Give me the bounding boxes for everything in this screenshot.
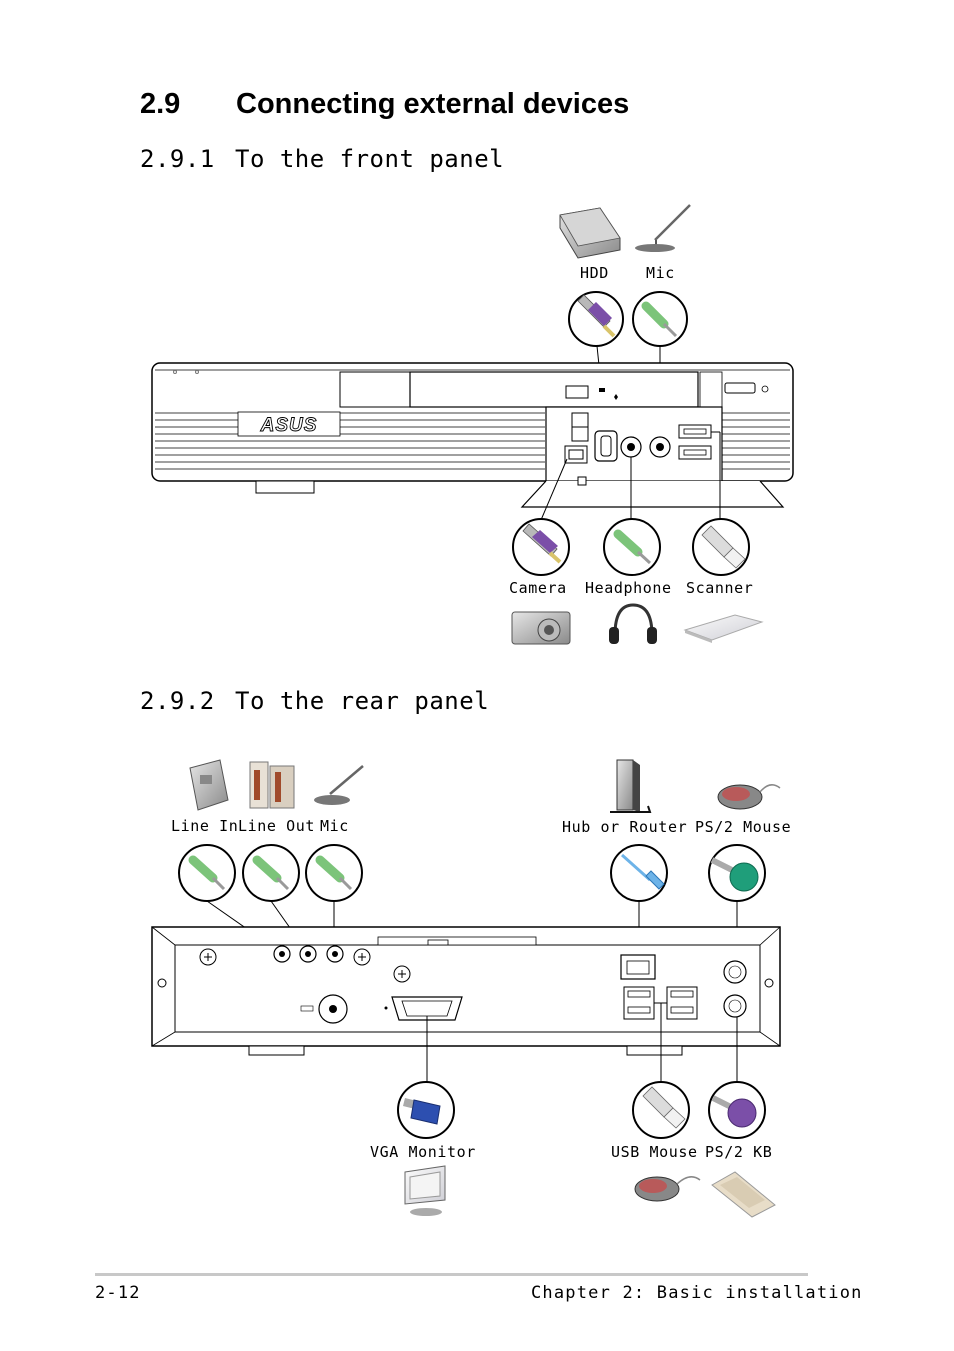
front-panel-heading: 2.9.1 To the front panel <box>140 145 504 173</box>
usb-mouse-label: USB Mouse <box>611 1143 698 1161</box>
camera-icon <box>511 611 571 645</box>
chapter-title: Chapter 2: Basic installation <box>531 1283 863 1303</box>
rear-panel-number: 2.9.2 <box>140 687 215 715</box>
ps2-mouse-label: PS/2 Mouse <box>695 818 792 836</box>
front-panel-number: 2.9.1 <box>140 145 215 173</box>
rear-panel-title: To the rear panel <box>235 687 490 715</box>
keyboard-icon <box>711 1171 776 1218</box>
microphone-icon <box>635 204 691 252</box>
mic-label: Mic <box>646 264 675 282</box>
asus-logo: ASUS <box>260 415 318 436</box>
front-panel-title: To the front panel <box>235 145 505 173</box>
footer-rule <box>95 1273 808 1276</box>
line-in-device-icon <box>189 759 229 811</box>
line-out-label: Line Out <box>238 817 316 835</box>
front-chassis: ASUS <box>151 362 794 508</box>
scanner-icon <box>683 614 764 643</box>
usb-mouse-icon <box>634 1176 701 1202</box>
mic-jack-icon <box>632 291 688 347</box>
hdd-connector-icon <box>568 291 624 347</box>
hdd-icon <box>559 207 621 259</box>
ps2-mouse-connector-icon <box>708 844 766 902</box>
hub-router-label: Hub or Router <box>562 818 688 836</box>
usb-mouse-connector-icon <box>632 1081 690 1139</box>
line-in-jack-icon <box>178 844 236 902</box>
section-heading: 2.9 Connecting external devices <box>140 88 629 121</box>
lan-connector-icon <box>610 844 668 902</box>
camera-connector-icon <box>512 518 570 576</box>
scanner-label: Scanner <box>686 579 754 597</box>
section-title: Connecting external devices <box>236 88 630 120</box>
vga-monitor-label: VGA Monitor <box>370 1143 476 1161</box>
rear-mic-label: Mic <box>320 817 349 835</box>
rear-microphone-icon <box>314 765 364 805</box>
speakers-icon <box>249 761 295 809</box>
hdd-label: HDD <box>580 264 609 282</box>
headphone-jack-icon <box>603 518 661 576</box>
monitor-icon <box>404 1165 446 1216</box>
rear-chassis <box>151 926 781 1056</box>
rear-panel-heading: 2.9.2 To the rear panel <box>140 687 489 715</box>
usb-connector-icon <box>692 518 750 576</box>
page-number: 2-12 <box>95 1283 141 1303</box>
vga-connector-icon <box>397 1081 455 1139</box>
ps2-kb-label: PS/2 KB <box>705 1143 773 1161</box>
rear-mic-jack-icon <box>305 844 363 902</box>
line-in-label: Line In <box>171 817 239 835</box>
ps2-mouse-device-icon <box>717 784 781 810</box>
ps2-kb-connector-icon <box>708 1081 766 1139</box>
router-icon <box>610 759 652 813</box>
line-out-jack-icon <box>242 844 300 902</box>
headphone-label: Headphone <box>585 579 672 597</box>
headphones-icon <box>609 603 657 644</box>
section-number: 2.9 <box>140 88 181 120</box>
camera-label: Camera <box>509 579 567 597</box>
